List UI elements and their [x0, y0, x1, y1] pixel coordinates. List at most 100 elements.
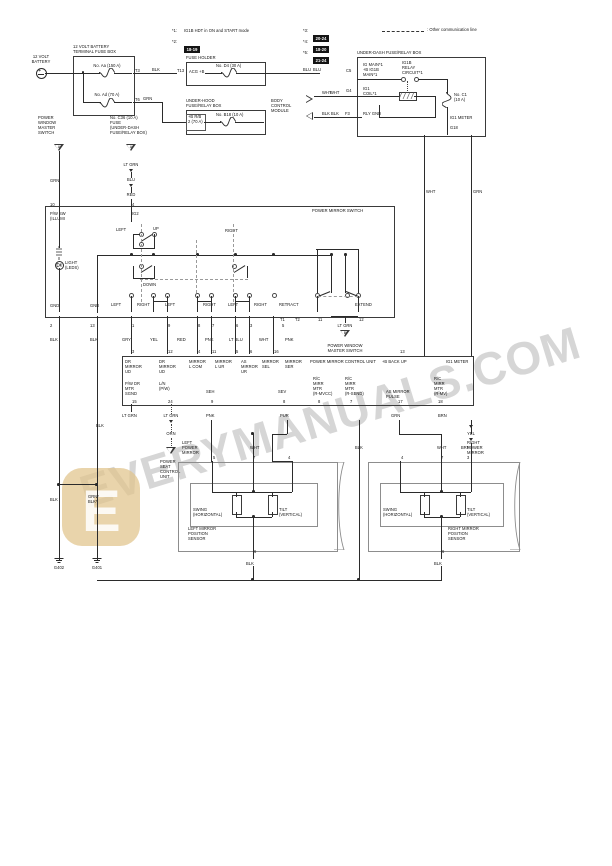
c36-connector-label: A [129, 144, 133, 149]
left-mirror-pin-4: 4 [288, 455, 291, 460]
cu-pin-out-17: 17 [398, 399, 403, 404]
wire-fuse-aa-in [83, 72, 100, 74]
fuse-aa-label: No. Aa (150 A) [93, 63, 121, 68]
cu-backup-pin: 13 [400, 349, 405, 354]
bcm-connector-out [306, 95, 313, 103]
wire-grn-swing [399, 491, 424, 493]
wire-tilt-top2 [272, 460, 292, 462]
underdash-blk: BLK [331, 111, 339, 116]
wire-v-red [196, 316, 198, 354]
extend-ltgrn-label: LT GRN [337, 323, 353, 328]
wire-label-master-grn: GRN [50, 178, 60, 183]
cu-sev: SEV [278, 389, 287, 394]
underdash-blu: BLU [313, 67, 322, 72]
wire-label-blu: BLU [303, 67, 312, 72]
left-mirror-curve [334, 462, 345, 550]
wire-v-blk1 [58, 316, 60, 560]
wire-f3-blk [340, 116, 362, 118]
right-sensor-dot-top [440, 490, 443, 493]
cu-backup-label: +B BACK UP [382, 359, 407, 364]
left-sensor-title: LEFT MIRROR POSITION SENSOR [188, 526, 217, 541]
wire-tilt-h [272, 491, 292, 493]
wire-rly-gnd-up [378, 105, 380, 117]
label-extend: EXTEND [355, 302, 372, 307]
pin-link-9 [152, 300, 167, 302]
right-tilt-bot [459, 512, 461, 517]
contact-pin-9 [151, 293, 156, 298]
legend-dash-line [382, 31, 424, 32]
wire-yel-label: YEL [467, 431, 475, 436]
wire-color-yel: YEL [150, 337, 158, 342]
pin-num-3: 3 [250, 323, 253, 328]
terminal-t3: T3 [135, 68, 140, 73]
wire-grn-h [398, 433, 441, 435]
wht-junction [251, 432, 254, 435]
wire-label-red: RED [126, 192, 136, 197]
wire-down-1-v [132, 266, 134, 278]
wire-up-bottom [132, 247, 155, 249]
pmms-label: POWER WINDOW MASTER SWITCH [327, 343, 363, 353]
cu-seh: SEH [206, 389, 215, 394]
wire-right-gnd [440, 517, 442, 559]
wire-color-blk-1: BLK [50, 337, 58, 342]
wire-bcm-wht [314, 95, 340, 97]
wire-v-yel [166, 316, 168, 354]
note-3-highlight: 20-24 [313, 35, 330, 42]
bcm-connector-in [306, 112, 313, 120]
wire-v-pnk2 [272, 316, 274, 354]
cu-term-rc-mirr-rmv: R/C MIRR MTR (R-MV) [434, 376, 448, 396]
cu-pin-6: 6 [250, 349, 253, 354]
wire-pur-h [272, 433, 287, 435]
mirror-switch-pin-10: 10 [50, 202, 55, 207]
pin-drop-t1 [316, 296, 318, 312]
wire-fuse-b18-out [235, 121, 264, 123]
cu-pin-3: 3 [132, 349, 135, 354]
c36-fuse-label: No. C36 (10 A) FUSE (UNDER-DASH FUSE/REL… [110, 115, 147, 135]
pin-num-6: 6 [236, 323, 239, 328]
right-gnd-wire: BLK [434, 561, 442, 566]
right-tilt-label: TILT (VERTICAL) [467, 507, 491, 517]
underdash-ig1-meter: IG1 METER [450, 115, 473, 120]
ig2-label: IG2 [132, 211, 139, 216]
wire-grn-sensor [399, 460, 401, 492]
right-tilt-resistor [456, 495, 466, 515]
left-swing-top [235, 491, 237, 497]
right-mirror-pin-3: 3 [467, 455, 470, 460]
contact-down-2 [232, 264, 237, 269]
wire-fuse-ad-in [96, 102, 101, 103]
wire-c1-down [446, 107, 448, 135]
right-swing-bot [423, 512, 425, 517]
left-tilt-label: TILT (VERTICAL) [279, 507, 303, 517]
cu-pin-out-18: 18 [438, 399, 443, 404]
battery-label: 12 VOLT BATTERY [31, 54, 51, 64]
wire-relay-out [418, 78, 447, 80]
splice-arrow-1 [128, 169, 133, 172]
fuse-holder-t13: T13 [177, 68, 185, 73]
pin-t1-label: T1 [280, 317, 285, 322]
wire-retract-left [316, 248, 318, 293]
underhood-title: UNDER-HOOD FUSE/RELAY BOX [186, 98, 222, 108]
underdash-title: UNDER-DASH FUSE/RELAY BOX [357, 50, 422, 55]
right-power-mirror-title: RIGHT POWER MIRROR [467, 440, 484, 455]
wire-pur-lower: PUR [280, 413, 289, 418]
note-5-marker: *5: [303, 50, 309, 55]
wire-color-red: RED [177, 337, 186, 342]
lin-comm-dots3 [170, 438, 172, 446]
note-4-highlight: 18-20 [313, 46, 330, 53]
legend-communication-label: : Other communication line [427, 27, 477, 32]
right-tilt-top [459, 491, 461, 497]
wire-24-drop [130, 404, 132, 412]
cu-pin-5: 5 [236, 349, 239, 354]
pin-num-2: 2 [50, 323, 53, 328]
wire-down-1-b [132, 277, 155, 279]
wire-v-pnk1 [210, 316, 212, 354]
cu-term-mirror-sel: MIRROR SEL [262, 359, 279, 369]
wire-color-ltblu: LT BLU [229, 337, 243, 342]
wire-pnk-down [210, 420, 212, 461]
wire-battery-main [45, 72, 83, 74]
wire-blk-lower: BLK [96, 423, 104, 428]
left-sensor-box [190, 483, 318, 527]
note-3-marker: *3: [303, 28, 309, 33]
wire-extend-join-v [344, 316, 346, 323]
pin-num-8: 8 [198, 323, 201, 328]
